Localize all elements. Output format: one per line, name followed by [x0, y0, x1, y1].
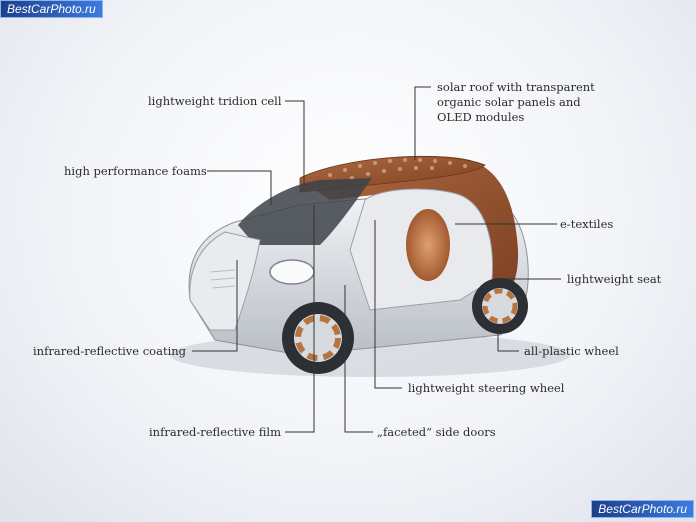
headlight [269, 259, 315, 285]
callout-doors: „faceted“ side doors [377, 425, 496, 439]
callout-wheel: all-plastic wheel [524, 344, 619, 358]
seat [406, 209, 450, 281]
callout-steering: lightweight steering wheel [408, 381, 565, 395]
leader-lines [192, 86, 561, 433]
callout-solar-roof-2: organic solar panels and [437, 95, 581, 109]
callout-seat: lightweight seat [567, 272, 662, 286]
rear-wheel [472, 278, 528, 334]
windshield [238, 178, 372, 245]
callout-etextiles: e-textiles [560, 217, 614, 231]
callout-tridion: lightweight tridion cell [148, 94, 282, 108]
callout-coating: infrared-reflective coating [33, 344, 187, 358]
callout-foams: high performance foams [64, 164, 207, 178]
watermark-bottom: BestCarPhoto.ru [591, 500, 694, 518]
roof-panels [328, 158, 467, 180]
front-face [189, 231, 261, 331]
front-wheel [282, 302, 354, 374]
callout-film: infrared-reflective film [149, 425, 281, 439]
watermark-top: BestCarPhoto.ru [0, 0, 103, 18]
callout-solar-roof-3: OLED modules [437, 110, 525, 124]
grille [209, 269, 236, 289]
callout-solar-roof-1: solar roof with transparent [437, 80, 595, 94]
